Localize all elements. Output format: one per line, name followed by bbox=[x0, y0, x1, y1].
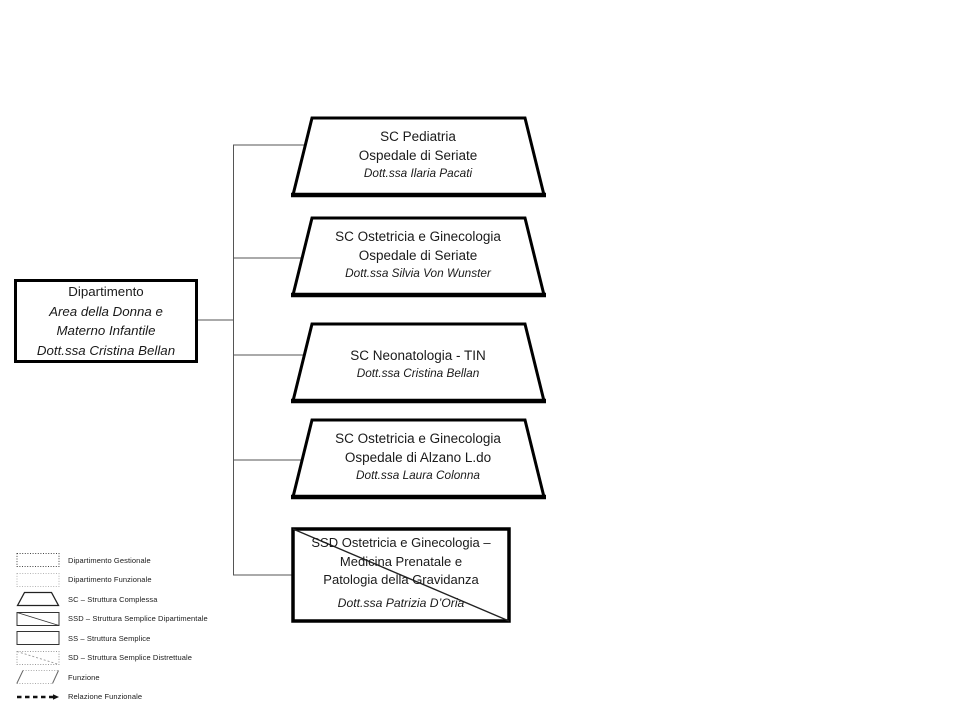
trapezoid-shape bbox=[291, 418, 546, 500]
legend-label: SD – Struttura Semplice Distrettuale bbox=[68, 653, 193, 662]
parallelogram-dotted-symbol bbox=[16, 670, 59, 684]
department-area-line2: Materno Infantile bbox=[56, 323, 156, 338]
unit-location: Ospedale di Alzano L.do bbox=[344, 450, 492, 465]
rect-symbol bbox=[16, 631, 60, 645]
legend-label: SC – Struttura Complessa bbox=[68, 594, 158, 604]
legend-label: Relazione Funzionale bbox=[68, 692, 143, 701]
trapezoid-shape bbox=[291, 322, 546, 404]
dashed-arrow-symbol bbox=[17, 693, 59, 700]
department-title: Dipartimento bbox=[68, 284, 144, 299]
unit-director: Dott.ssa Silvia Von Wunster bbox=[345, 266, 491, 280]
department-area-line1: Area della Donna e bbox=[49, 303, 163, 319]
unit-location: Ospedale di Seriate bbox=[358, 148, 478, 163]
legend-item-struttura-semplice-dipartimentale: SSD – Struttura Semplice Dipartimentale bbox=[16, 611, 208, 627]
legend-item-struttura-semplice-distrettuale: SD – Struttura Semplice Distrettuale bbox=[16, 650, 208, 666]
unit-box-sc-pediatria: SC Pediatria Ospedale di Seriate Dott.ss… bbox=[287, 114, 549, 200]
unit-title-line3: Patologia della Gravidanza bbox=[323, 572, 479, 587]
unit-director: Dott.ssa Laura Colonna bbox=[356, 468, 480, 482]
legend-label: Dipartimento Gestionale bbox=[68, 555, 151, 565]
dotted-rect-diagonal-symbol bbox=[16, 650, 60, 665]
department-box: Dipartimento Area della Donna e Materno … bbox=[14, 279, 198, 363]
legend-item-dipartimento-funzionale: Dipartimento Funzionale bbox=[16, 572, 208, 588]
trapezoid-shape bbox=[291, 216, 546, 298]
legend-label: Dipartimento Funzionale bbox=[68, 575, 152, 584]
legend-item-funzione: Funzione bbox=[16, 669, 208, 685]
unit-title: SSD Ostetricia e Ginecologia – bbox=[311, 535, 491, 550]
unit-director: Dott.ssa Ilaria Pacati bbox=[363, 166, 473, 180]
dotted-rect-light-symbol bbox=[16, 572, 60, 587]
unit-title-line2: Medicina Prenatale e bbox=[339, 553, 463, 569]
legend-item-relazione-funzionale: Relazione Funzionale bbox=[16, 689, 208, 705]
legend-label: SSD – Struttura Semplice Dipartimentale bbox=[68, 614, 208, 623]
unit-box-ssd-medicina-prenatale: SSD Ostetricia e Ginecologia – Medicina … bbox=[291, 527, 511, 623]
unit-location: Ospedale di Seriate bbox=[358, 248, 478, 263]
legend-item-struttura-complessa: SC – Struttura Complessa bbox=[16, 591, 208, 607]
legend-item-dipartimento-gestionale: Dipartimento Gestionale bbox=[16, 552, 208, 568]
unit-box-sc-ostetricia-seriate: SC Ostetricia e Ginecologia Ospedale di … bbox=[287, 214, 549, 300]
legend-label: Funzione bbox=[68, 672, 100, 682]
legend: Dipartimento Gestionale Dipartimento Fun… bbox=[16, 552, 208, 705]
unit-title: SC Neonatologia - TIN bbox=[350, 348, 486, 363]
unit-title: SC Ostetricia e Ginecologia bbox=[335, 229, 501, 244]
trapezoid-symbol bbox=[16, 591, 60, 607]
legend-item-struttura-semplice: SS – Struttura Semplice bbox=[16, 630, 208, 646]
unit-box-sc-neonatologia: SC Neonatologia - TIN Dott.ssa Cristina … bbox=[287, 320, 549, 406]
unit-director: Dott.ssa Patrizia D’Oria bbox=[337, 595, 465, 610]
trapezoid-shape bbox=[291, 116, 546, 198]
unit-box-sc-ostetricia-alzano: SC Ostetricia e Ginecologia Ospedale di … bbox=[287, 416, 549, 502]
dotted-rect-dark-symbol bbox=[16, 553, 60, 567]
unit-director: Dott.ssa Cristina Bellan bbox=[356, 366, 480, 380]
rect-diagonal-symbol bbox=[16, 611, 60, 626]
unit-title: SC Ostetricia e Ginecologia bbox=[335, 431, 501, 446]
ssd-rect-diagonal-shape bbox=[291, 527, 511, 623]
unit-title: SC Pediatria bbox=[380, 129, 456, 144]
department-head-name: Dott.ssa Cristina Bellan bbox=[36, 342, 176, 358]
legend-label: SS – Struttura Semplice bbox=[68, 633, 151, 643]
